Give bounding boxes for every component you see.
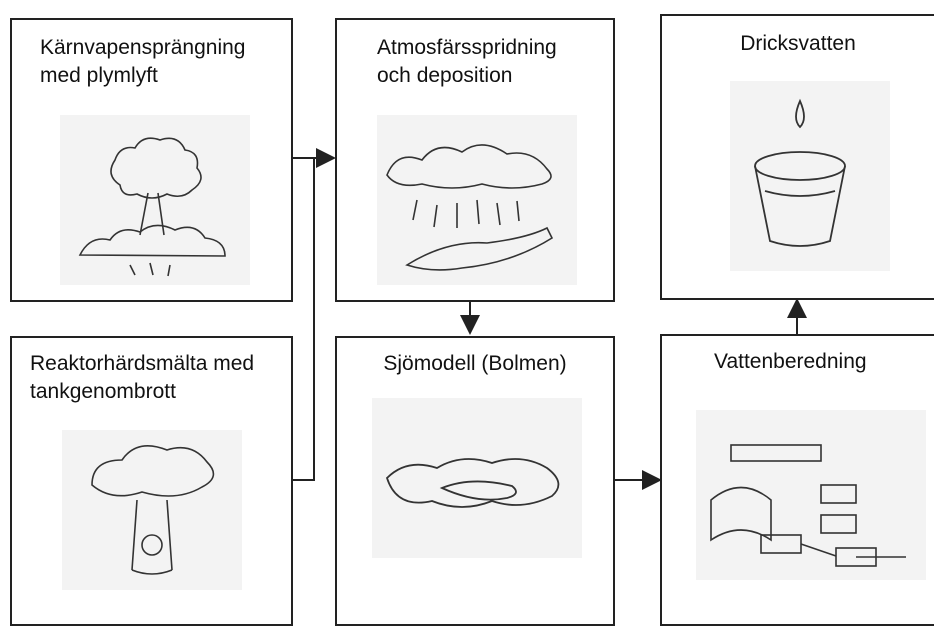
reactor-plume-icon bbox=[62, 430, 242, 590]
box-water-treatment: Vattenberedning bbox=[660, 334, 934, 626]
box-drinking-water: Dricksvatten bbox=[660, 14, 934, 300]
box-lake-label: Sjömodell (Bolmen) bbox=[337, 350, 613, 378]
box-reactor-label: Reaktorhärdsmälta med tankgenombrott bbox=[30, 350, 254, 406]
rain-deposition-icon bbox=[377, 115, 577, 285]
lake-icon bbox=[372, 398, 582, 558]
box-atmos-label: Atmosfärsspridning och deposition bbox=[377, 34, 557, 90]
mushroom-cloud-icon bbox=[60, 115, 250, 285]
box-drink-label: Dricksvatten bbox=[662, 30, 934, 58]
box-treat-label: Vattenberedning bbox=[714, 348, 867, 376]
box-nuclear-explosion: Kärnvapensprängning med plymlyft bbox=[10, 18, 293, 302]
box-nuclear-label: Kärnvapensprängning med plymlyft bbox=[40, 34, 246, 90]
box-lake-model: Sjömodell (Bolmen) bbox=[335, 336, 615, 626]
arrow-reactor-to-atmos bbox=[292, 158, 314, 480]
water-cup-icon bbox=[730, 81, 890, 271]
box-reactor-meltdown: Reaktorhärdsmälta med tankgenombrott bbox=[10, 336, 293, 626]
box-atmospheric-dispersion: Atmosfärsspridning och deposition bbox=[335, 18, 615, 302]
treatment-plant-icon bbox=[696, 410, 926, 580]
